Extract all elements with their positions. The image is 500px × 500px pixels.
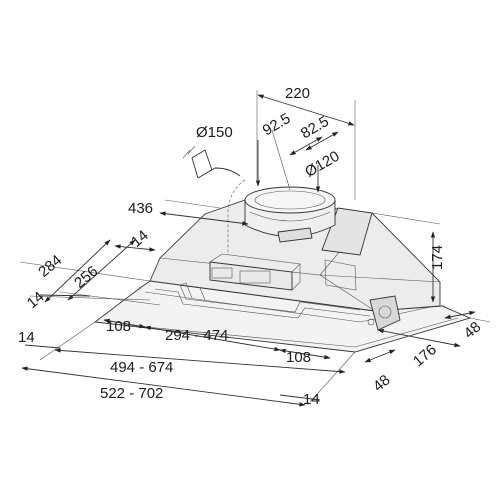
dim-depth-256: 256 <box>71 263 101 292</box>
dim-small-14-bottom: 14 <box>303 391 320 408</box>
dim-depth-284: 284 <box>35 252 65 281</box>
dim-span-294-474: 294 - 474 <box>165 327 228 344</box>
dim-span-522-702: 522 - 702 <box>100 385 163 402</box>
dim-depth-436: 436 <box>128 200 153 217</box>
hood-body <box>93 199 472 353</box>
dim-span-494-674: 494 - 674 <box>110 359 173 376</box>
dim-inset-108-right: 108 <box>286 349 311 366</box>
dim-frame-48-right: 48 <box>461 318 485 342</box>
dim-inset-108-left: 108 <box>106 318 131 335</box>
dimension-lines <box>19 90 491 407</box>
dim-frame-48-bottom: 48 <box>370 372 394 396</box>
dim-depth-176: 176 <box>410 341 440 370</box>
dim-small-14-mid: 14 <box>128 227 152 251</box>
dim-duct-inner: Ø120 <box>302 148 342 181</box>
dim-small-14-left: 14 <box>24 288 48 312</box>
duct-collar <box>182 145 336 255</box>
dim-height-174: 174 <box>429 245 446 270</box>
dim-small-14-low: 14 <box>18 329 35 346</box>
dim-top-width: 220 <box>285 85 310 102</box>
dim-duct-outer: Ø150 <box>196 124 233 141</box>
dim-offset-a: 92.5 <box>260 110 294 139</box>
